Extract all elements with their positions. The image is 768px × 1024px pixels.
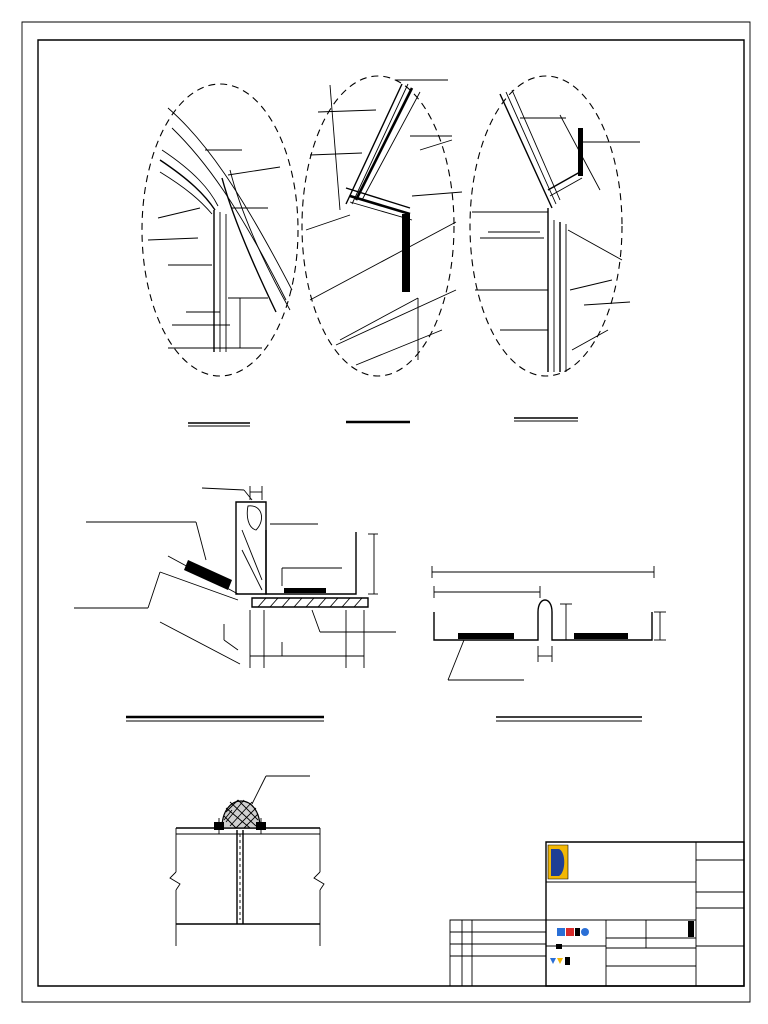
section-detail-c (170, 776, 324, 946)
title-block-badge-4 (581, 928, 589, 936)
detail-circle-1 (142, 84, 298, 376)
organization-logo-mark (551, 849, 565, 876)
section-b-sealant-left (458, 633, 514, 639)
section-a-title-underline (126, 717, 324, 721)
section-b-title-underline (496, 717, 642, 721)
detail-3-boundary (470, 76, 622, 376)
section-a-gutter-sealant (284, 588, 326, 593)
outer-frame (22, 22, 750, 1002)
inner-frame (38, 40, 744, 986)
detail-circle-2 (302, 76, 462, 376)
title-block-badge-6 (550, 958, 556, 964)
title-block-badge-8 (565, 957, 570, 965)
title-block-badge-3 (575, 928, 580, 936)
detail-2-sealant-strip (402, 214, 410, 292)
title-block-badge-5 (556, 944, 562, 949)
title-block (450, 842, 744, 986)
detail-circle-3 (470, 76, 640, 376)
title-block-badge-2 (566, 928, 574, 936)
title-block-badge-9 (688, 921, 694, 937)
detail-2-boundary (302, 76, 454, 376)
section-a-sealant-band (184, 560, 232, 590)
detail-1-boundary (142, 84, 298, 376)
detail-3-sealant-strip (578, 128, 583, 176)
circle-title-underlines (188, 418, 578, 426)
section-detail-b (432, 566, 666, 680)
section-b-sealant-right (574, 633, 628, 639)
title-block-badge-1 (557, 928, 565, 936)
section-detail-a (74, 486, 396, 668)
title-block-badge-7 (557, 958, 563, 964)
